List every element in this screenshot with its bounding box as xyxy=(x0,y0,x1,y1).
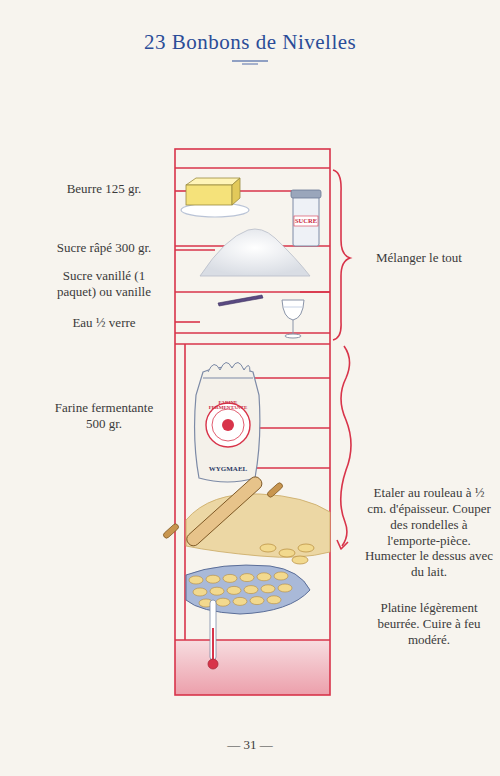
canister-label: SUCRE xyxy=(294,218,318,225)
butter-illustration xyxy=(181,178,249,217)
baking-tray xyxy=(186,565,310,614)
ingredient-label: Sucre râpé 300 gr. xyxy=(38,240,170,256)
thermometer xyxy=(208,600,218,669)
cookie-disc xyxy=(210,587,224,595)
cookie-disc xyxy=(278,584,292,592)
cookie-disc xyxy=(189,576,203,584)
title-ornament xyxy=(232,61,268,64)
ingredient-label: Beurre 125 gr. xyxy=(38,181,170,197)
cookie-disc xyxy=(223,574,237,582)
cookie-disc xyxy=(206,575,220,583)
instruction-text: Mélanger le tout xyxy=(356,250,482,266)
sugar-pile xyxy=(200,229,310,276)
cookie-disc xyxy=(274,572,288,580)
flour-bag xyxy=(195,362,260,482)
instruction-text: Etaler au rouleau à ½ cm. d'épaisseur. C… xyxy=(364,485,494,580)
dough-rolling xyxy=(162,474,330,564)
cookie-disc xyxy=(250,597,264,605)
cookie-disc xyxy=(193,588,207,596)
cookie-disc xyxy=(240,574,254,582)
oven-band xyxy=(175,640,330,695)
cookie-disc xyxy=(227,586,241,594)
vanilla-stick xyxy=(218,295,263,306)
cookie-disc xyxy=(261,585,275,593)
bag-label: FARINE FERMENTANTE xyxy=(207,400,249,410)
ingredient-label: Farine fermentante 500 gr. xyxy=(44,400,164,432)
page-title: 23 Bonbons de Nivelles xyxy=(144,30,356,56)
bracket xyxy=(333,170,351,549)
recipe-column xyxy=(175,149,330,695)
instruction-text: Platine légèrement beurrée. Cuire à feu … xyxy=(368,600,490,648)
cookie-disc xyxy=(257,573,271,581)
cookie-disc xyxy=(267,596,281,604)
ingredient-label: Eau ½ verre xyxy=(38,315,170,331)
cookie-disc xyxy=(244,586,258,594)
water-glass xyxy=(282,300,304,338)
page-number: — 31 — xyxy=(200,737,300,753)
ingredient-label: Sucre vanillé (1 paquet) ou vanille xyxy=(48,268,160,300)
bag-brand: WYGMAEL xyxy=(202,466,254,473)
cookie-disc xyxy=(216,598,230,606)
cookie-disc xyxy=(233,597,247,605)
sugar-canister xyxy=(291,190,321,246)
